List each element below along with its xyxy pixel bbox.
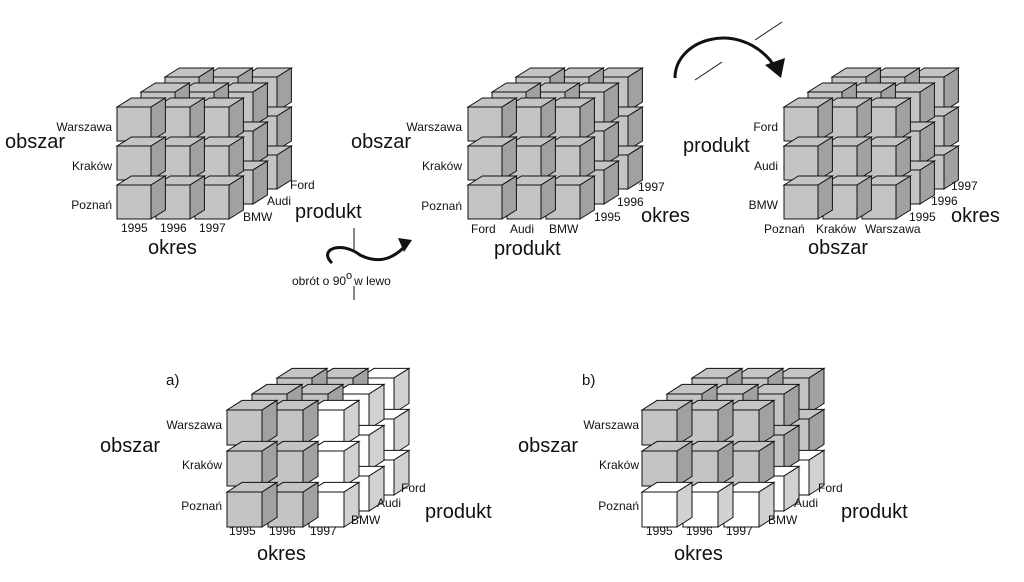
cube3-city-poznan: Poznań bbox=[764, 222, 805, 236]
cube5-year-1995: 1995 bbox=[646, 524, 673, 538]
cube5-produkt-label: produkt bbox=[841, 501, 908, 523]
cube4-year-1997: 1997 bbox=[310, 524, 337, 538]
cube3-brand-audi: Audi bbox=[754, 159, 778, 173]
cube1-obszar-label: obszar bbox=[5, 131, 65, 153]
cube2-city-krakow: Kraków bbox=[422, 159, 462, 173]
cube4-cell-1-0-0-front bbox=[226, 450, 263, 487]
cube5-okres-label: okres bbox=[674, 543, 723, 565]
cube2-year-1997: 1997 bbox=[638, 180, 665, 194]
cube4-city-poznan: Poznań bbox=[181, 499, 222, 513]
cube3-brand-ford: Ford bbox=[753, 120, 778, 134]
cube3-okres-label: okres bbox=[951, 205, 1000, 227]
cube3-year-1997: 1997 bbox=[951, 179, 978, 193]
cube5-cell-1-0-0-front bbox=[641, 450, 678, 487]
cube4-cell-2-0-0-front bbox=[226, 491, 263, 528]
cube1-brand-ford: Ford bbox=[290, 178, 315, 192]
cube2-city-poznan: Poznań bbox=[421, 199, 462, 213]
rotation-arrow-top bbox=[673, 21, 785, 81]
cube1-year-1996: 1996 bbox=[160, 221, 187, 235]
cube5-year-1996: 1996 bbox=[686, 524, 713, 538]
cube5-year-1997: 1997 bbox=[726, 524, 753, 538]
cube2-brand-audi: Audi bbox=[510, 222, 534, 236]
cube5-cell-2-0-0-front bbox=[641, 491, 678, 528]
cube1-brand-audi: Audi bbox=[267, 194, 291, 208]
cube4-brand-audi: Audi bbox=[377, 496, 401, 510]
cube3-year-1995: 1995 bbox=[909, 210, 936, 224]
cube2-year-1996: 1996 bbox=[617, 195, 644, 209]
cube2-brand-bmw: BMW bbox=[549, 222, 579, 236]
cube3-city-warszawa: Warszawa bbox=[865, 222, 921, 236]
cube1-year-1997: 1997 bbox=[199, 221, 226, 235]
cube1-city-poznan: Poznań bbox=[71, 198, 112, 212]
cube5-city-krakow: Kraków bbox=[599, 458, 639, 472]
cube3-cell-0-0-0-front bbox=[783, 106, 819, 142]
cube3-cell-2-0-0-front bbox=[783, 184, 819, 220]
cube3-obszar-label: obszar bbox=[808, 237, 868, 259]
cube1-year-1995: 1995 bbox=[121, 221, 148, 235]
cube2-brand-ford: Ford bbox=[471, 222, 496, 236]
cube3-produkt-label: produkt bbox=[683, 135, 750, 157]
cube4-produkt-label: produkt bbox=[425, 501, 492, 523]
cube5-city-poznan: Poznań bbox=[598, 499, 639, 513]
variant-b-label: b) bbox=[582, 372, 595, 389]
cube2-cell-0-0-0-front bbox=[467, 106, 503, 142]
cube2-cell-2-0-0-front bbox=[467, 184, 503, 220]
cube1-city-krakow: Kraków bbox=[72, 159, 112, 173]
cube1-cell-1-0-0-front bbox=[116, 145, 152, 181]
cube2-okres-label: okres bbox=[641, 205, 690, 227]
cube1-cell-2-0-0-front bbox=[116, 184, 152, 220]
cube4-brand-bmw: BMW bbox=[351, 513, 381, 527]
cube3-cell-1-0-0-front bbox=[783, 145, 819, 181]
cube4-cell-0-0-0-front bbox=[226, 409, 263, 446]
cube4-obszar-label: obszar bbox=[100, 435, 160, 457]
cube5-cell-0-0-0-front bbox=[641, 409, 678, 446]
cube5-city-warszawa: Warszawa bbox=[583, 418, 639, 432]
cube3-city-krakow: Kraków bbox=[816, 222, 856, 236]
cube5-brand-audi: Audi bbox=[794, 496, 818, 510]
cube1-cell-0-0-0-front bbox=[116, 106, 152, 142]
cube5-obszar-label: obszar bbox=[518, 435, 578, 457]
cube5-brand-bmw: BMW bbox=[768, 513, 798, 527]
cube2-year-1995: 1995 bbox=[594, 210, 621, 224]
cube3-year-1996: 1996 bbox=[931, 194, 958, 208]
cube2-cell-1-0-0-front bbox=[467, 145, 503, 181]
cube1-okres-label: okres bbox=[148, 237, 197, 259]
cube4-city-warszawa: Warszawa bbox=[166, 418, 222, 432]
cube5-brand-ford: Ford bbox=[818, 481, 843, 495]
variant-a-label: a) bbox=[166, 372, 179, 389]
cube4-city-krakow: Kraków bbox=[182, 458, 222, 472]
cube4-okres-label: okres bbox=[257, 543, 306, 565]
cube3-brand-bmw: BMW bbox=[749, 198, 779, 212]
cube2-obszar-label: obszar bbox=[351, 131, 411, 153]
cube1-brand-bmw: BMW bbox=[243, 210, 273, 224]
cube2-produkt-label: produkt bbox=[494, 238, 561, 260]
cube1-produkt-label: produkt bbox=[295, 201, 362, 223]
cube4-brand-ford: Ford bbox=[401, 481, 426, 495]
rotation-arrow-left bbox=[326, 228, 412, 300]
cube4-year-1996: 1996 bbox=[269, 524, 296, 538]
cube-layer bbox=[115, 67, 961, 528]
cube2-city-warszawa: Warszawa bbox=[406, 120, 462, 134]
cube1-city-warszawa: Warszawa bbox=[56, 120, 112, 134]
cube4-year-1995: 1995 bbox=[229, 524, 256, 538]
